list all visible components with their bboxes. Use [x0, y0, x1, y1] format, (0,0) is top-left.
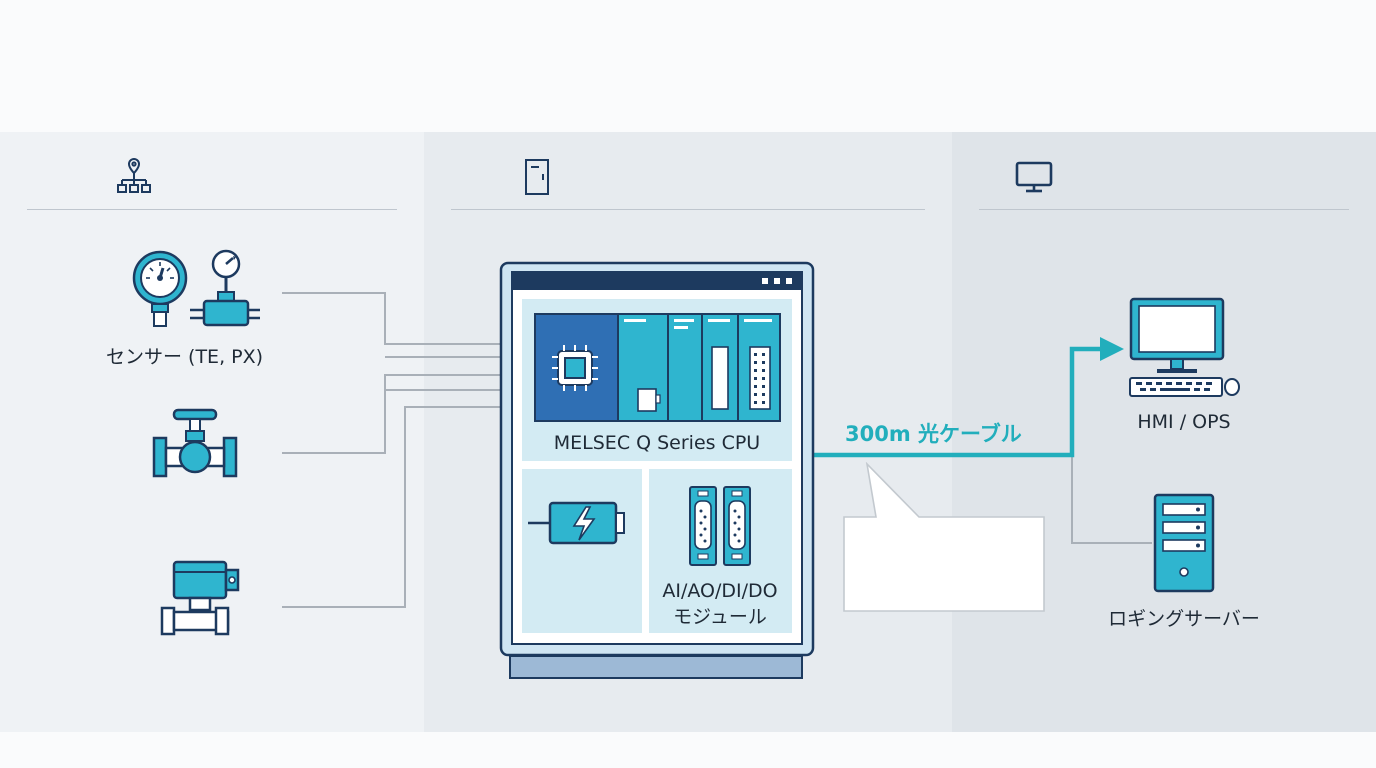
io-connector-icon	[689, 486, 751, 566]
logging-server-link	[1071, 455, 1152, 544]
cpu-label: MELSEC Q Series CPU	[553, 432, 761, 454]
monitor-icon	[1015, 161, 1053, 193]
io-module-label: AI/AO/DI/DO モジュール	[652, 578, 788, 630]
valve-wire	[282, 374, 535, 454]
network-tree-icon	[117, 157, 151, 193]
server-icon	[1153, 493, 1215, 593]
battery-icon	[528, 501, 625, 545]
sensor-label: センサー (TE, PX)	[106, 346, 264, 368]
computer-icon	[1129, 297, 1240, 397]
control-valve-icon	[152, 408, 238, 478]
module-slot-2	[667, 313, 703, 422]
io-module-label-line2: モジュール	[673, 606, 767, 628]
solenoid-wire	[282, 406, 535, 608]
field-devices-panel	[0, 132, 424, 732]
power-area	[522, 469, 642, 633]
io-module-label-line1: AI/AO/DI/DO	[662, 580, 778, 602]
hmi-label: HMI / OPS	[1137, 411, 1231, 433]
fiber-cable-line	[814, 346, 1104, 458]
bottom-band	[0, 732, 1376, 768]
field-header-rule	[27, 209, 397, 210]
logging-server-label: ロギングサーバー	[1108, 608, 1260, 630]
top-band	[0, 0, 1376, 132]
cabinet-icon	[525, 159, 549, 195]
upper-header-rule	[979, 209, 1349, 210]
upper-system-panel	[952, 132, 1376, 732]
cable-label: 300m 光ケーブル	[845, 422, 1022, 446]
controller-header-rule	[451, 209, 925, 210]
cabinet-title-bar	[512, 272, 802, 290]
plc-cabinet	[499, 261, 815, 679]
sensor-wire-1	[282, 292, 535, 345]
solenoid-valve-icon	[160, 560, 240, 636]
pressure-transmitter-icon	[190, 249, 260, 327]
fiber-cable-arrowhead	[1100, 337, 1124, 361]
cabinet-base	[509, 655, 803, 679]
callout-box	[843, 462, 1045, 612]
cpu-chip-icon	[552, 345, 598, 391]
pressure-gauge-icon	[132, 250, 188, 327]
io-area	[649, 469, 792, 633]
